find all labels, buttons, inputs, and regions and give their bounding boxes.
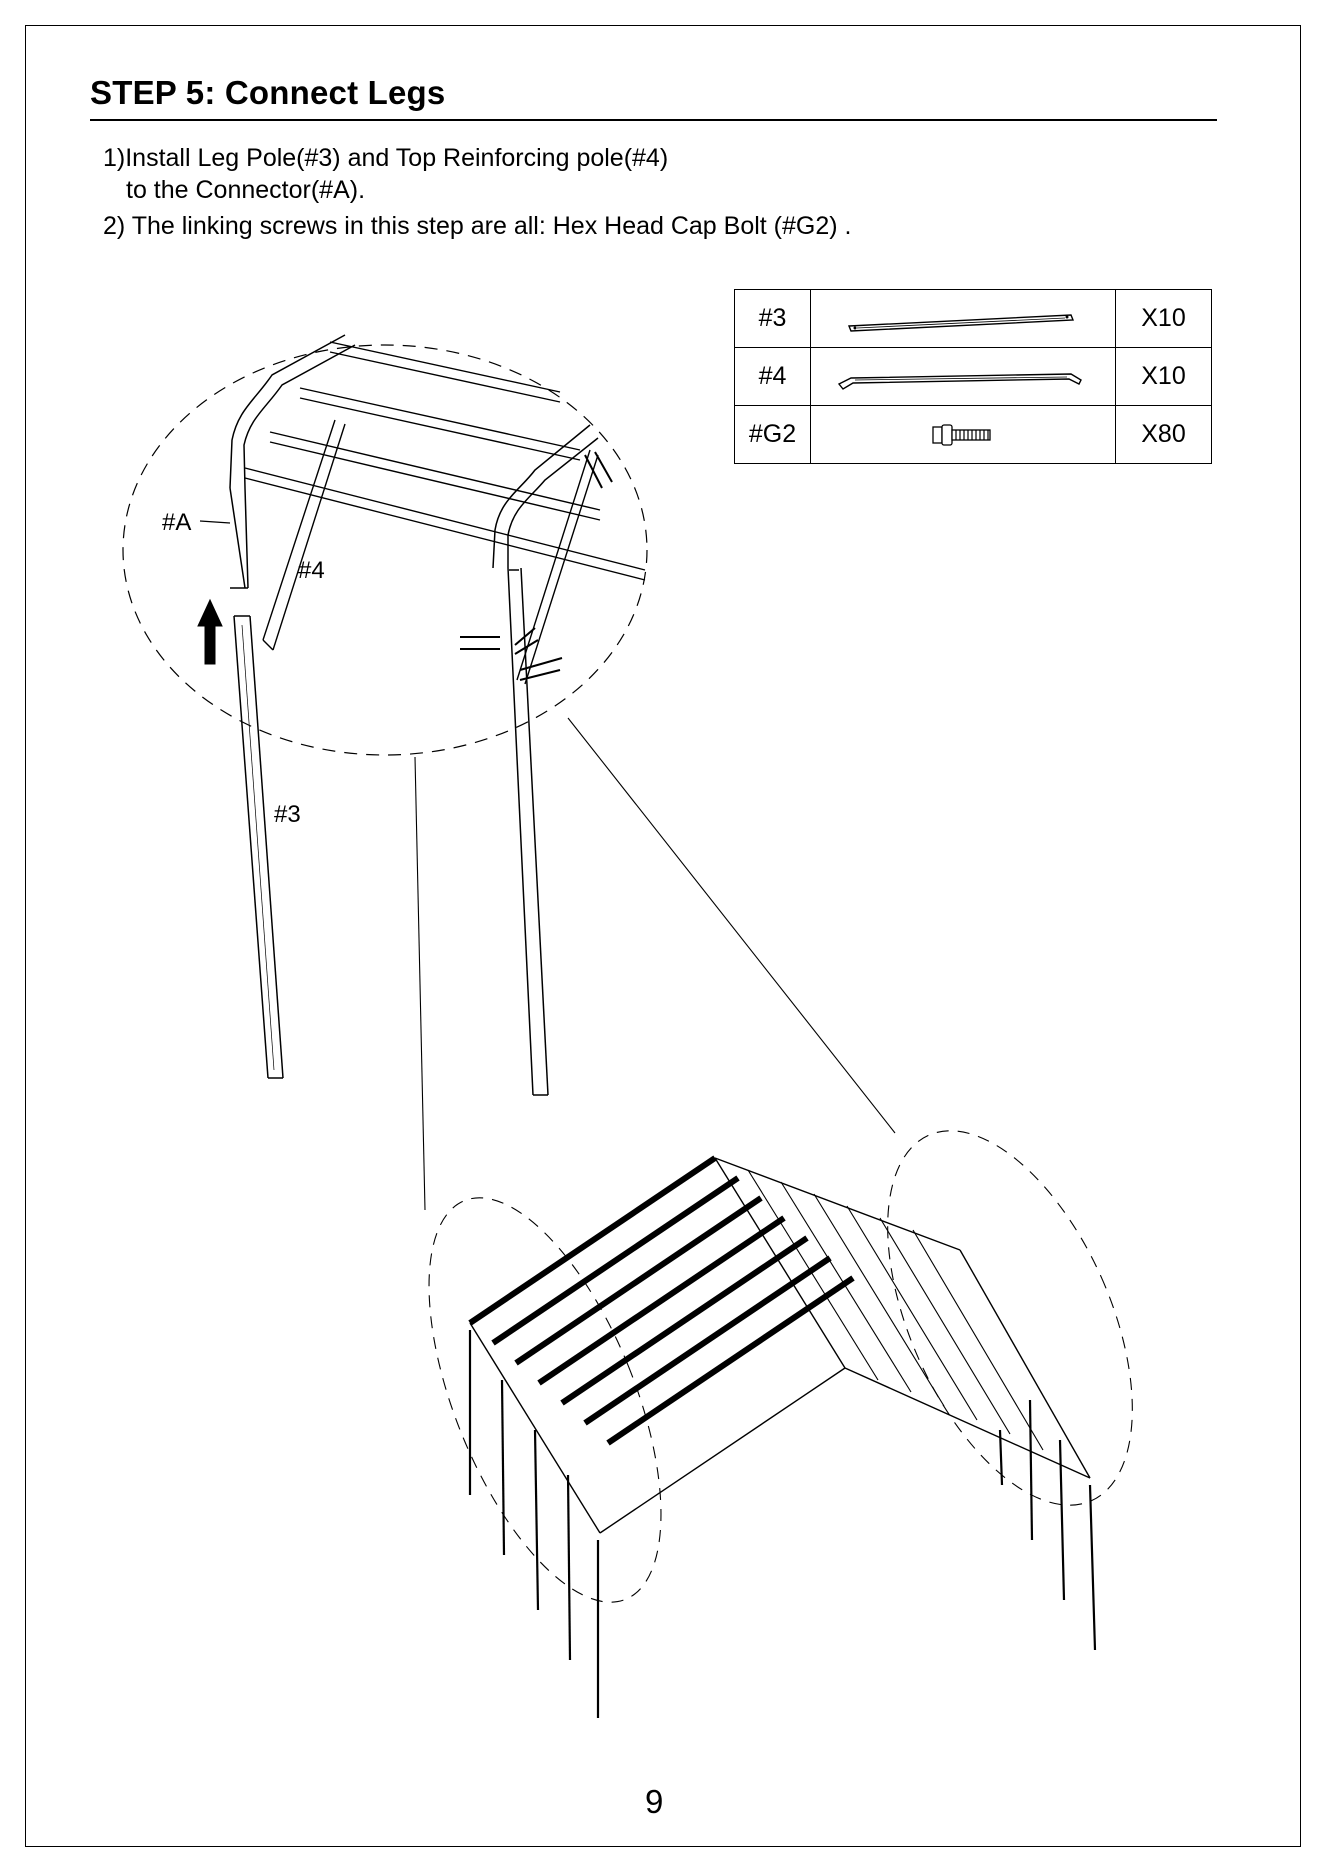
right-connector (493, 425, 598, 1095)
leg-pole-label: #3 (274, 801, 301, 829)
leader-line-left (415, 757, 425, 1210)
detail-roof-purlins (245, 342, 645, 580)
carport-overview (470, 1158, 1095, 1718)
reinforcing-pole-label: #4 (298, 557, 325, 585)
overview-circle-left (381, 1167, 709, 1633)
leader-line-right (568, 718, 895, 1133)
leg-pole-3 (234, 616, 283, 1078)
connector-a-label: #A (162, 509, 191, 537)
up-arrow-icon (198, 600, 222, 664)
reinforcing-pole-4 (263, 420, 345, 650)
overview-circle-right (837, 1095, 1182, 1542)
connector-a-leader (200, 521, 230, 523)
page-number: 9 (645, 1783, 663, 1821)
